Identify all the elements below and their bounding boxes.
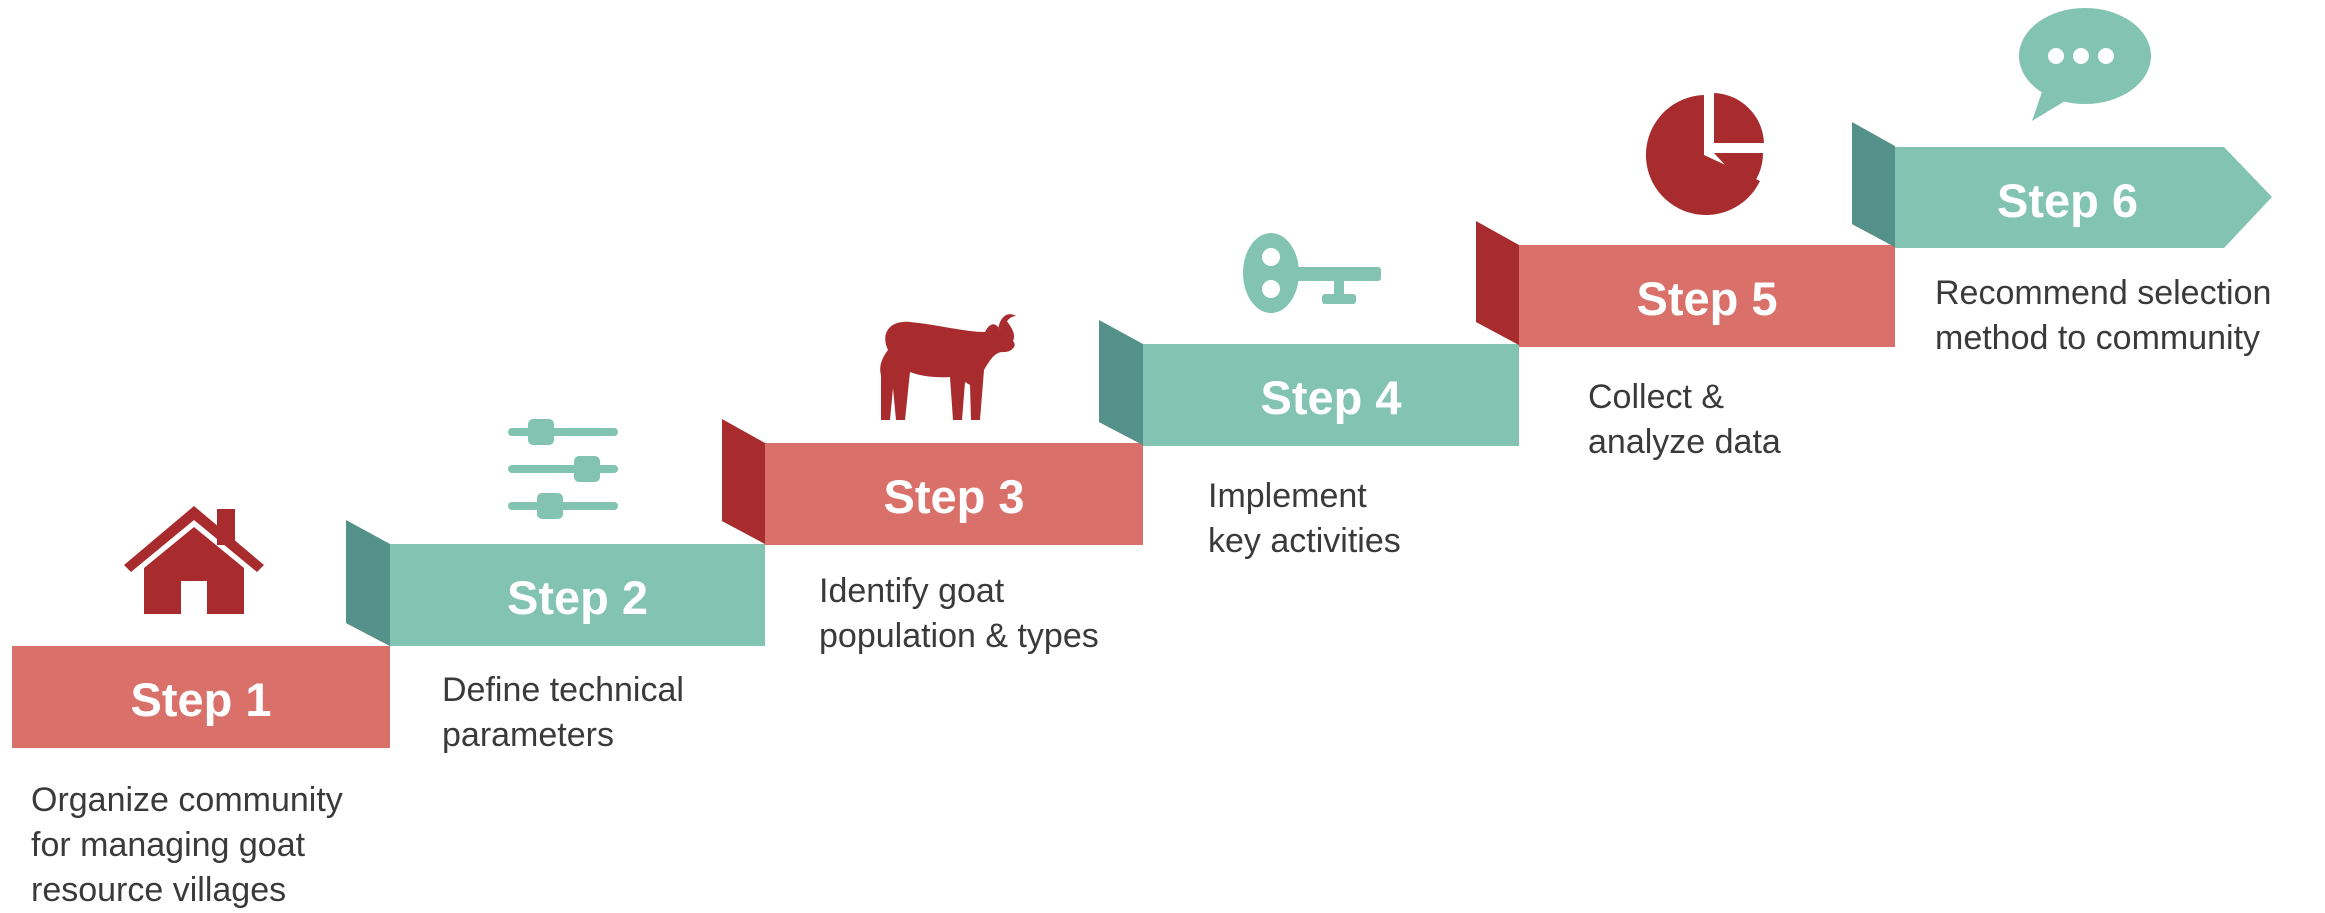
step-3-fold	[722, 419, 765, 544]
step-1-band	[12, 646, 390, 748]
key-icon	[1243, 233, 1381, 313]
step-4-fold	[1099, 320, 1143, 445]
step-2-label: Step 2	[506, 571, 649, 624]
step-2-description: Define technical parameters	[442, 671, 684, 754]
step-6-arrow-band	[1895, 147, 2272, 248]
step-4-description: Implement key activities	[1208, 477, 1401, 560]
step-6-label: Step 6	[1996, 174, 2139, 227]
step-5-label: Step 5	[1636, 272, 1778, 325]
step-5-fold	[1476, 221, 1519, 345]
step-3-label: Step 3	[883, 470, 1025, 523]
step-6-fold	[1852, 122, 1895, 247]
step-5-band	[1519, 245, 1895, 347]
step-6-description: Recommend selection method to community	[1935, 274, 2272, 357]
step-4-label: Step 4	[1260, 371, 1402, 424]
step-1-label: Step 1	[130, 673, 272, 726]
step-2-band	[390, 544, 765, 646]
step-3-description: Identify goat population & types	[819, 572, 1099, 655]
pie-chart-icon	[1645, 93, 1764, 215]
house-icon	[124, 506, 264, 614]
speech-bubble-icon	[2019, 8, 2151, 121]
step-4-band	[1143, 344, 1519, 446]
step-1-description: Organize community for managing goat res…	[31, 781, 343, 909]
step-3-band	[765, 443, 1143, 545]
sliders-icon	[508, 419, 618, 519]
goat-icon	[880, 314, 1016, 420]
step-5-description: Collect & analyze data	[1588, 378, 1781, 461]
step-2-fold	[346, 520, 390, 646]
